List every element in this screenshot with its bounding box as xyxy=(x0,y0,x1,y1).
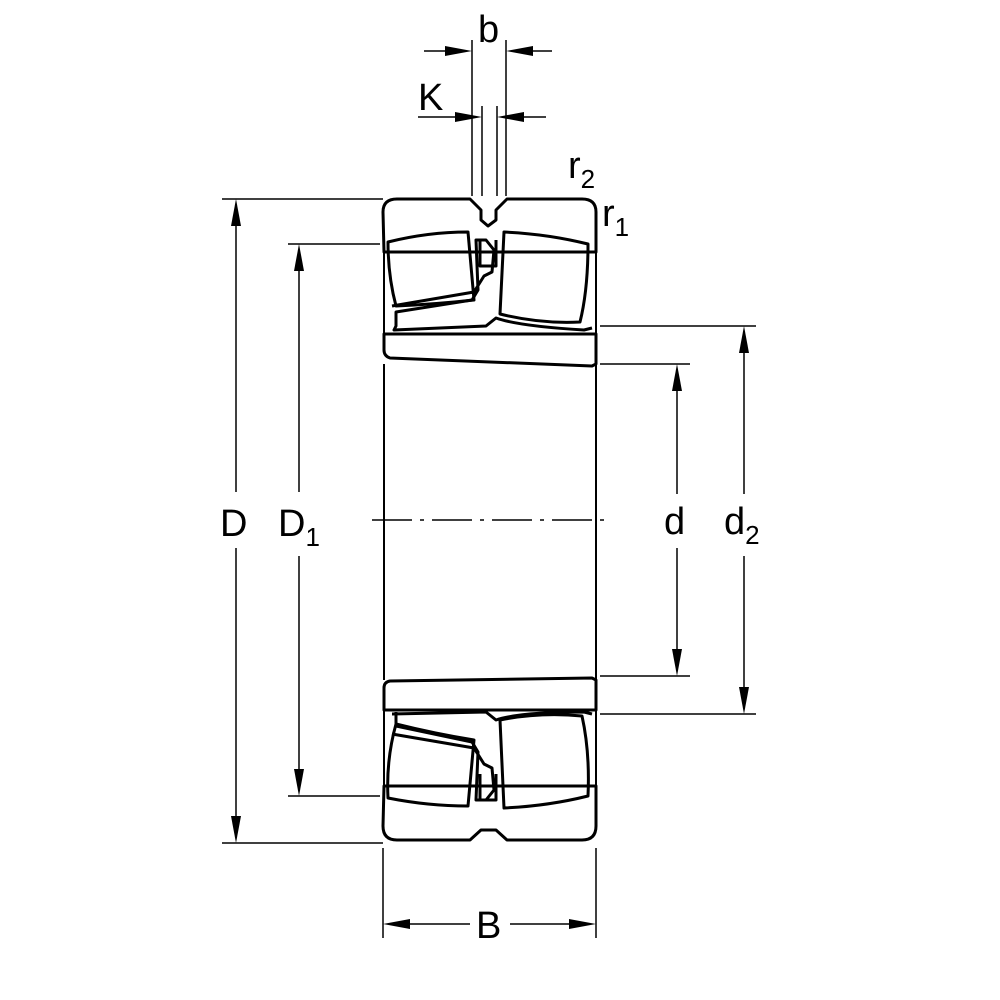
outer-ring xyxy=(381,197,598,842)
dimension-d: d xyxy=(600,363,690,677)
label-D1: D1 xyxy=(278,503,320,552)
dimension-D1: D1 xyxy=(278,243,380,797)
dimension-d2: d2 xyxy=(600,325,760,715)
roller-bottom-right xyxy=(498,713,590,810)
bore-lines xyxy=(383,252,597,786)
label-d: d xyxy=(664,501,685,543)
cage-top xyxy=(391,238,593,332)
label-B: B xyxy=(476,905,501,947)
label-r2: r2 xyxy=(568,145,595,194)
label-b: b xyxy=(478,9,499,51)
cage-bottom xyxy=(391,710,593,802)
dimension-B: B xyxy=(382,848,597,947)
label-d2: d2 xyxy=(724,501,760,550)
label-r1: r1 xyxy=(602,193,629,242)
roller-top-right xyxy=(498,230,590,324)
dimension-D: D xyxy=(220,198,383,844)
dimension-K: K xyxy=(418,77,546,196)
inner-ring xyxy=(382,332,598,712)
label-K: K xyxy=(418,77,443,119)
label-D: D xyxy=(220,503,247,545)
